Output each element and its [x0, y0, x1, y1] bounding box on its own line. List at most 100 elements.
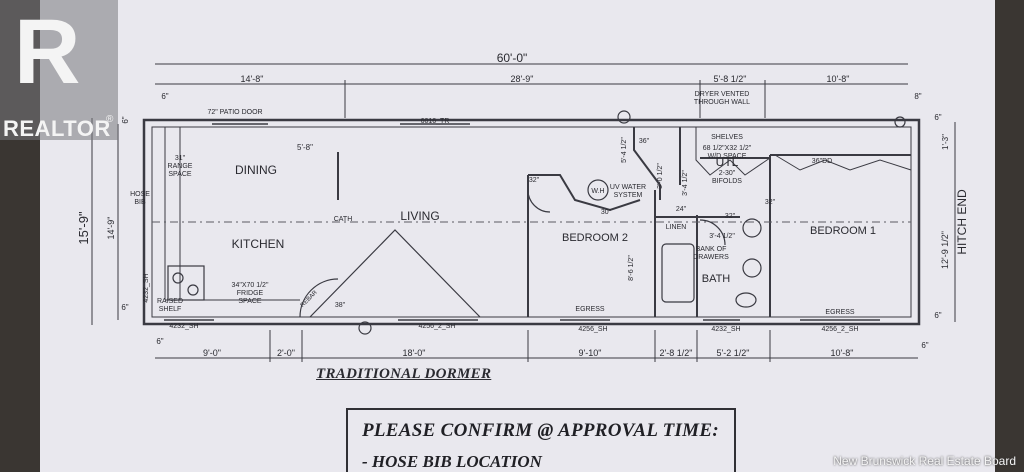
room-utl: UTL — [716, 155, 739, 169]
cath-label: CATH — [334, 216, 353, 223]
egress-right-label: EGRESS — [825, 309, 855, 316]
egress-left-label: EGRESS — [575, 306, 605, 313]
window-4256-bed2-label: 4256_SH — [578, 326, 607, 333]
door-swing-32 — [527, 189, 551, 213]
wall-wh-closet — [528, 174, 641, 212]
fixtures — [167, 110, 906, 335]
dim-top-1: 14'-8" — [241, 74, 264, 84]
patio-door-label: 72" PATIO DOOR — [207, 109, 262, 116]
closet-36-label: 36"DD — [812, 158, 832, 165]
top-window-label: 6016_TR — [421, 118, 450, 125]
door-30-wh-label: 30" — [601, 209, 612, 216]
wall-angled-hall — [633, 127, 661, 200]
dim-5-4-label: 5'-4 1/2" — [621, 137, 628, 163]
bath-sink-1 — [742, 218, 762, 238]
logo-r-mark: R — [14, 1, 81, 103]
room-bedroom2: BEDROOM 2 — [562, 232, 628, 244]
window-4256-living-label: 4256_2_SH — [419, 323, 456, 330]
confirm-title: PLEASE CONFIRM @ APPROVAL TIME: — [362, 420, 719, 441]
toilet — [735, 292, 757, 308]
dim-right-bottom: 6" — [934, 311, 941, 320]
logo-wordmark: REALTOR — [3, 116, 111, 141]
door-32-bed1-label: 32" — [765, 199, 776, 206]
water-heater — [587, 179, 609, 201]
room-dining: DINING — [235, 163, 277, 177]
dim-bottom-5: 2'-8 1/2" — [660, 348, 693, 358]
dimension-lines — [91, 63, 956, 362]
door-swing-38 — [299, 278, 339, 318]
closet-bifolds — [774, 154, 912, 171]
corner-marker — [894, 116, 906, 128]
dim-bottom-3: 18'-0" — [403, 348, 426, 358]
wd-space-label: 68 1/2"X32 1/2"W/D SPACE — [703, 145, 752, 160]
room-bedroom1: BEDROOM 1 — [810, 225, 876, 237]
door-24-label: 24" — [676, 206, 687, 213]
dim-3-4b-label: 3'-4 1/2" — [682, 170, 689, 196]
dim-3-0-label: 3'-0 1/2" — [657, 163, 664, 189]
logo-registered-mark: ® — [106, 114, 114, 125]
dim-bottom-2: 2'-0" — [277, 348, 295, 358]
living-vault-triangle — [309, 229, 481, 318]
dim-top-right-offset: 8" — [914, 92, 921, 101]
room-living: LIVING — [400, 209, 439, 223]
dim-bottom-right-offset: 6" — [921, 341, 928, 350]
bifold-doors — [695, 127, 771, 176]
dim-left-outer: 15'-9" — [76, 211, 91, 245]
dim-bottom-4: 9'-10" — [579, 348, 602, 358]
dim-top-2: 28'-9" — [511, 74, 534, 84]
wh-label: W.H — [591, 188, 604, 195]
realtor-logo: R REALTOR ® — [0, 0, 118, 141]
dim-top-4: 10'-8" — [827, 74, 850, 84]
window-4232-bath-label: 4232_SH — [711, 326, 740, 333]
confirm-note-box: PLEASE CONFIRM @ APPROVAL TIME: - HOSE B… — [346, 408, 736, 472]
dim-8-6-label: 8'-6 1/2" — [628, 255, 635, 281]
room-kitchen: KITCHEN — [232, 237, 285, 251]
dim-top-3: 5'-8 1/2" — [714, 74, 747, 84]
interior-walls — [164, 127, 912, 317]
bath-sink-2 — [742, 258, 762, 278]
dim-left-inner: 14'-9" — [106, 217, 116, 240]
dim-left-small: 6" — [121, 116, 130, 123]
window-4232-left-label: 4232_SH — [169, 323, 198, 330]
kitchen-sink — [167, 265, 205, 301]
hose-bib-marker-bottom — [358, 321, 372, 335]
exterior-wall-outline — [142, 118, 921, 326]
confirm-item: - HOSE BIB LOCATION — [362, 452, 542, 471]
dim-right-small: 1'-3" — [941, 134, 950, 150]
dim-bottom-1: 9'-0" — [203, 348, 221, 358]
door-38-label: 38" — [335, 302, 346, 309]
window-4256-bed1-label: 4256_2_SH — [822, 326, 859, 333]
bifolds-label: 2-30"BIFOLDS — [712, 170, 742, 185]
dim-5-8-label: 5'-8" — [297, 143, 313, 152]
board-watermark: New Brunswick Real Estate Board — [833, 454, 1016, 468]
windows — [164, 123, 880, 321]
sink-bowl-2 — [187, 284, 199, 296]
door-32-bath-label: 32" — [725, 213, 736, 220]
room-bath: BATH — [702, 273, 731, 285]
door-32-bed2-label: 32" — [529, 177, 540, 184]
shelves-label: SHELVES — [711, 134, 743, 141]
dim-right-top: 6" — [934, 113, 941, 122]
bathtub — [661, 243, 695, 303]
plan-title: TRADITIONAL DORMER — [316, 366, 492, 382]
hose-bib-marker-top — [617, 110, 631, 124]
paper-sheet — [40, 0, 995, 472]
dim-right-inner: 12'-9 1/2" — [940, 231, 950, 269]
linen-label: LINEN — [666, 224, 687, 231]
window-4232-vertical-label: 4232_SH — [143, 273, 150, 302]
sink-bowl-1 — [172, 272, 184, 284]
dim-left-bottom: 6" — [121, 303, 128, 312]
door-36-label: 36" — [639, 138, 650, 145]
hitch-end-label: HITCH END — [955, 189, 969, 255]
dim-overall: 60'-0" — [497, 51, 528, 65]
dim-bottom-7: 10'-8" — [831, 348, 854, 358]
dim-top-offset: 6" — [161, 92, 168, 101]
